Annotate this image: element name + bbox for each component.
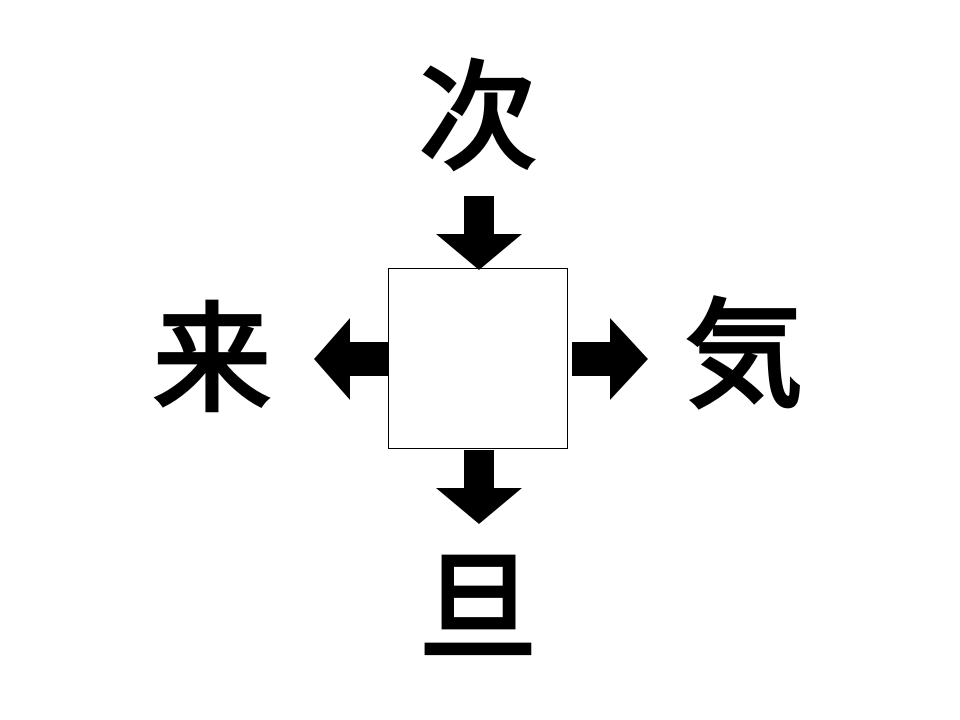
bottom-kanji: 旦 <box>418 539 537 677</box>
arrow-down-top-icon <box>436 196 522 270</box>
right-kanji: 気 <box>684 287 803 425</box>
arrow-left-icon <box>314 318 388 400</box>
arrow-down-bottom-icon <box>436 450 522 524</box>
arrow-right-icon <box>572 318 648 400</box>
top-kanji: 次 <box>418 49 537 187</box>
answer-box[interactable] <box>388 268 568 449</box>
left-kanji: 来 <box>152 291 271 429</box>
